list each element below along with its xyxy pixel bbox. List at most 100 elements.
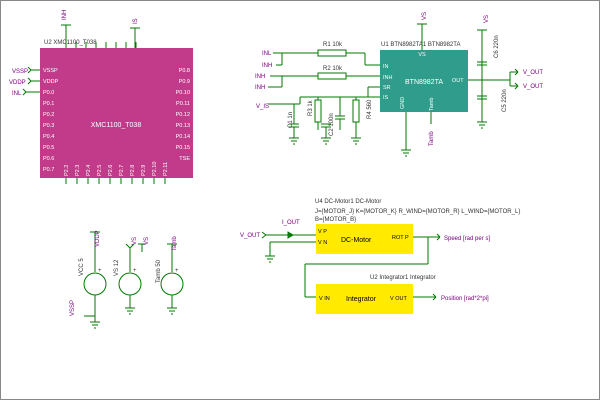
xmc-title: U2 XMC1100_T038 — [44, 40, 97, 46]
src-vssp-label: VSSP — [70, 300, 76, 316]
tamb-source[interactable] — [160, 272, 184, 296]
btn-driver[interactable]: BTN8982TA IN INH SR IS GND Tamb VS OUT — [380, 50, 468, 112]
xmc-bottom-pin: P2.8 — [130, 165, 136, 176]
xmc-right-pin: TSE — [179, 156, 190, 162]
motor-params2: B={MOTOR_B} — [315, 217, 356, 223]
btn-vout2-label: V_OUT — [523, 84, 543, 90]
btn-pin-vs: VS — [418, 52, 426, 58]
src-vs2-label: VS — [144, 237, 150, 245]
motor-title: U4 DC-Motor1 DC-Motor — [315, 199, 381, 205]
dc-motor-block[interactable]: DC-Motor V P V N ROT P — [316, 224, 413, 254]
btn-pin-tamb: Tamb — [429, 98, 435, 111]
xmc-microcontroller[interactable]: P1.0P1.1P1.2P1.3P1.4P1.5P2.0P2.1 U2 XMC1… — [40, 40, 193, 184]
xmc-bottom-pin: P2.6 — [108, 165, 114, 176]
btn-pin-is: IS — [383, 95, 389, 101]
xmc-right-pin: P0.9 — [179, 79, 190, 85]
motor-pin-rot: ROT P — [392, 235, 409, 241]
src-vddp-label: VDDP — [95, 230, 101, 247]
xmc-right-pin: P0.14 — [176, 134, 190, 140]
motor-ground — [265, 255, 275, 263]
motor-params: J={MOTOR_J} K={MOTOR_K} R_WIND={MOTOR_R}… — [315, 209, 520, 215]
r4-label: R4 560 — [367, 99, 373, 119]
xmc-bottom-pin: P2.3 — [75, 165, 81, 176]
xmc-is-label: IS — [133, 18, 139, 24]
xmc-left-pin: P0.0 — [43, 90, 54, 96]
motor-pin-vp: V P — [318, 229, 327, 235]
xmc-vssp-label: VSSP — [12, 69, 28, 75]
btn-body[interactable] — [380, 50, 468, 112]
integrator-body[interactable] — [316, 284, 413, 314]
current-arrow — [287, 231, 294, 239]
btn-vs-top-label: VS — [422, 12, 428, 20]
btn-inh3-label: INH — [255, 85, 265, 91]
src-tamb-label: Tamb — [172, 236, 178, 251]
btn-pin-in: IN — [383, 64, 389, 70]
r4-ground — [351, 137, 361, 145]
xmc-left-pin: P0.5 — [43, 145, 54, 151]
btn-title: U1 BTN8982TA1 BTN8982TA — [381, 42, 460, 48]
vcc-source[interactable] — [83, 272, 107, 296]
integrator-output-label: Position [rad*2*pi] — [441, 296, 489, 302]
motor-body[interactable] — [316, 224, 413, 254]
btn-part-name: BTN8982TA — [405, 79, 443, 86]
xmc-left-pin: P0.3 — [43, 123, 54, 129]
r2-resistor[interactable] — [317, 72, 347, 80]
xmc-right-pin: P0.8 — [179, 68, 190, 74]
src-vs1-label: VS — [132, 237, 138, 245]
motor-iout-label: I_OUT — [282, 220, 300, 226]
xmc-left-pin: P0.7 — [43, 167, 54, 173]
r1-label: R1 10k — [323, 42, 343, 48]
tamb-label: Tamb 50 — [156, 259, 162, 283]
vs-label: VS 12 — [114, 259, 120, 276]
xmc-right-pin: P0.13 — [176, 123, 190, 129]
r3-label: R3 1k — [308, 99, 314, 116]
motor-output-label: Speed [rad per s] — [444, 236, 490, 242]
vs-source[interactable] — [118, 272, 142, 296]
btn-pin-out: OUT — [452, 78, 464, 84]
xmc-bottom-pin: P2.10 — [152, 162, 158, 176]
xmc-bottom-pin: P2.5 — [97, 165, 103, 176]
xmc-part-name: XMC1100_T038 — [91, 122, 142, 129]
c1-ground — [289, 137, 299, 145]
xmc-right-pin: P0.11 — [176, 101, 190, 107]
vcc-ground — [90, 321, 100, 329]
c1-label: C1 1n — [288, 112, 294, 128]
r3-resistor[interactable] — [314, 99, 322, 123]
btn-inl-label: INL — [262, 51, 272, 57]
tamb-ground — [167, 307, 177, 315]
xmc-bottom-pin: P2.2 — [64, 165, 70, 176]
xmc-right-pin: P0.10 — [176, 90, 190, 96]
integrator-pin-vout: V OUT — [390, 296, 407, 302]
c5-ground — [477, 121, 487, 129]
motor-part-name: DC-Motor — [341, 237, 372, 244]
r1-resistor[interactable] — [317, 49, 347, 57]
c6-label: C6 220n — [494, 35, 500, 58]
xmc-bottom-pin: P2.4 — [86, 165, 92, 176]
xmc-bottom-pin: P2.9 — [141, 165, 147, 176]
xmc-left-pin: VSSP — [43, 68, 58, 74]
c2-label: C2 100n — [329, 113, 335, 136]
btn-vs-right-label: VS — [484, 15, 490, 23]
r4-resistor[interactable] — [352, 99, 360, 123]
xmc-bottom-pin: P2.11 — [163, 162, 169, 176]
vcc-label: VCC 5 — [79, 258, 85, 276]
btn-ground — [401, 149, 411, 157]
xmc-body[interactable] — [40, 48, 193, 178]
btn-pin-gnd: GND — [400, 97, 406, 109]
vs-ground — [125, 307, 135, 315]
xmc-left-pin: P0.2 — [43, 112, 54, 118]
integrator-part-name: Integrator — [346, 296, 377, 303]
btn-vis-label: V_IS — [256, 104, 269, 110]
svg-text:+: + — [98, 268, 102, 274]
integrator-title: U2 Integrator1 Integrator — [370, 275, 436, 281]
xmc-left-pin: P0.6 — [43, 156, 54, 162]
xmc-right-pin: P0.12 — [176, 112, 190, 118]
xmc-left-pin: P0.4 — [43, 134, 54, 140]
xmc-bottom-pin: P2.7 — [119, 165, 125, 176]
xmc-left-pin: P0.1 — [43, 101, 54, 107]
motor-pin-vn: V N — [318, 240, 327, 246]
integrator-block[interactable]: Integrator V IN V OUT — [316, 284, 413, 314]
btn-tamb-label: Tamb — [429, 131, 435, 146]
motor-vout-label: V_OUT — [240, 233, 260, 239]
